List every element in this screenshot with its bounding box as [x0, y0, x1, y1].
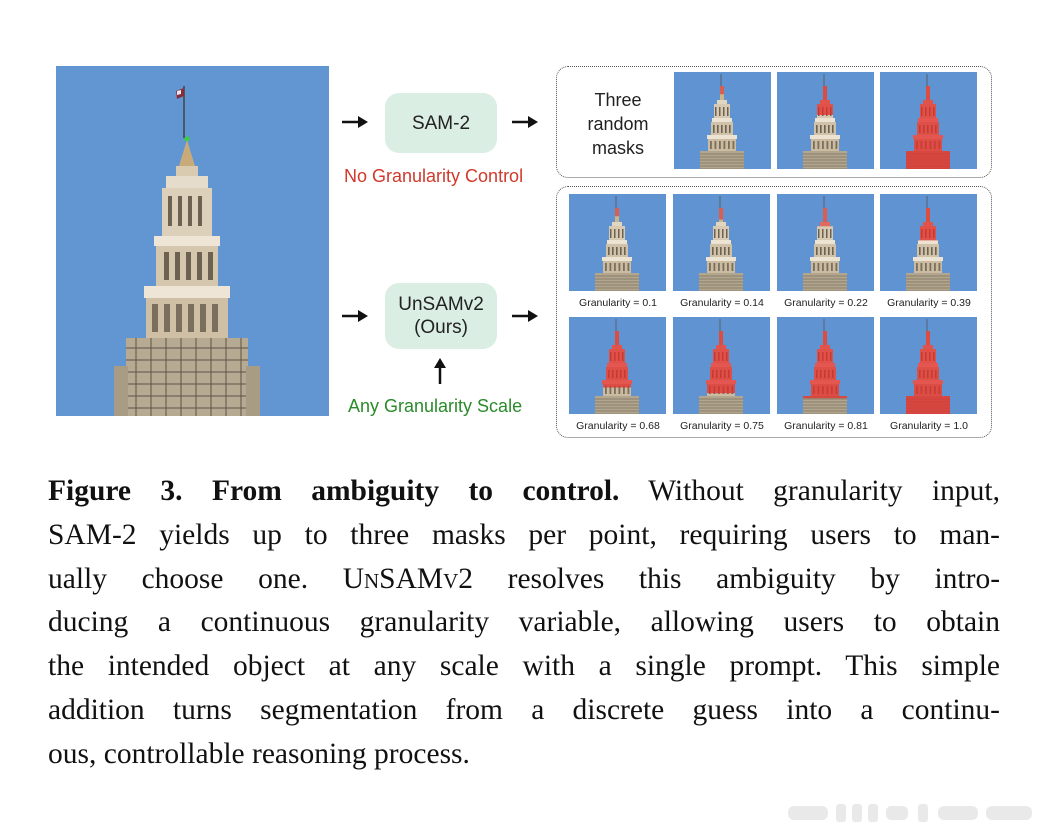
mask-thumbnail	[569, 317, 666, 414]
unsamv2-label: UnSAMv2	[398, 293, 484, 316]
input-tower-photo	[56, 66, 329, 416]
mask-thumbnail	[673, 194, 770, 291]
caption-line: ducing a continuous granularity variable…	[48, 601, 1000, 645]
arrow-icon	[342, 310, 368, 322]
sam2-label: SAM-2	[412, 112, 470, 135]
three-masks-label: Three random masks	[568, 88, 668, 160]
caption-line: ous, controllable reasoning process.	[48, 733, 1000, 777]
arrow-icon	[512, 116, 538, 128]
mask-thumbnail	[674, 72, 771, 169]
caption-line: addition turns segmentation from a discr…	[48, 689, 1000, 733]
granularity-label: Granularity = 1.0	[877, 420, 981, 432]
any-granularity-note: Any Granularity Scale	[348, 396, 522, 417]
granularity-label: Granularity = 0.81	[774, 420, 878, 432]
granularity-label: Granularity = 0.75	[670, 420, 774, 432]
mask-thumbnail	[777, 194, 874, 291]
up-arrow-icon	[434, 358, 446, 384]
mask-thumbnail	[880, 72, 977, 169]
caption-line: ually choose one. UnSAMv2 resolves this …	[48, 558, 1000, 602]
mask-thumbnail	[673, 317, 770, 414]
caption-label: Figure 3.	[48, 475, 183, 507]
mask-thumbnail	[569, 194, 666, 291]
arrow-icon	[342, 116, 368, 128]
granularity-label: Granularity = 0.39	[877, 297, 981, 309]
unsamv2-sublabel: (Ours)	[414, 316, 468, 339]
caption-line: Figure 3. From ambiguity to control. Wit…	[48, 470, 1000, 514]
mask-thumbnail	[880, 317, 977, 414]
caption-line: the intended object at any scale with a …	[48, 645, 1000, 689]
granularity-label: Granularity = 0.14	[670, 297, 774, 309]
granularity-label: Granularity = 0.68	[566, 420, 670, 432]
mask-thumbnail	[777, 317, 874, 414]
figure-caption: Figure 3. From ambiguity to control. Wit…	[48, 470, 1000, 777]
granularity-label: Granularity = 0.1	[566, 297, 670, 309]
caption-line: SAM-2 yields up to three masks per point…	[48, 514, 1000, 558]
no-granularity-note: No Granularity Control	[344, 166, 523, 187]
sam2-model-box: SAM-2	[385, 93, 497, 153]
granularity-label: Granularity = 0.22	[774, 297, 878, 309]
arrow-icon	[512, 310, 538, 322]
mask-thumbnail	[880, 194, 977, 291]
mask-thumbnail	[777, 72, 874, 169]
unsamv2-model-box: UnSAMv2 (Ours)	[385, 283, 497, 349]
method-name: UnSAMv2	[343, 563, 473, 595]
watermark-logo	[788, 800, 1034, 826]
caption-title: From ambiguity to control.	[212, 475, 619, 507]
